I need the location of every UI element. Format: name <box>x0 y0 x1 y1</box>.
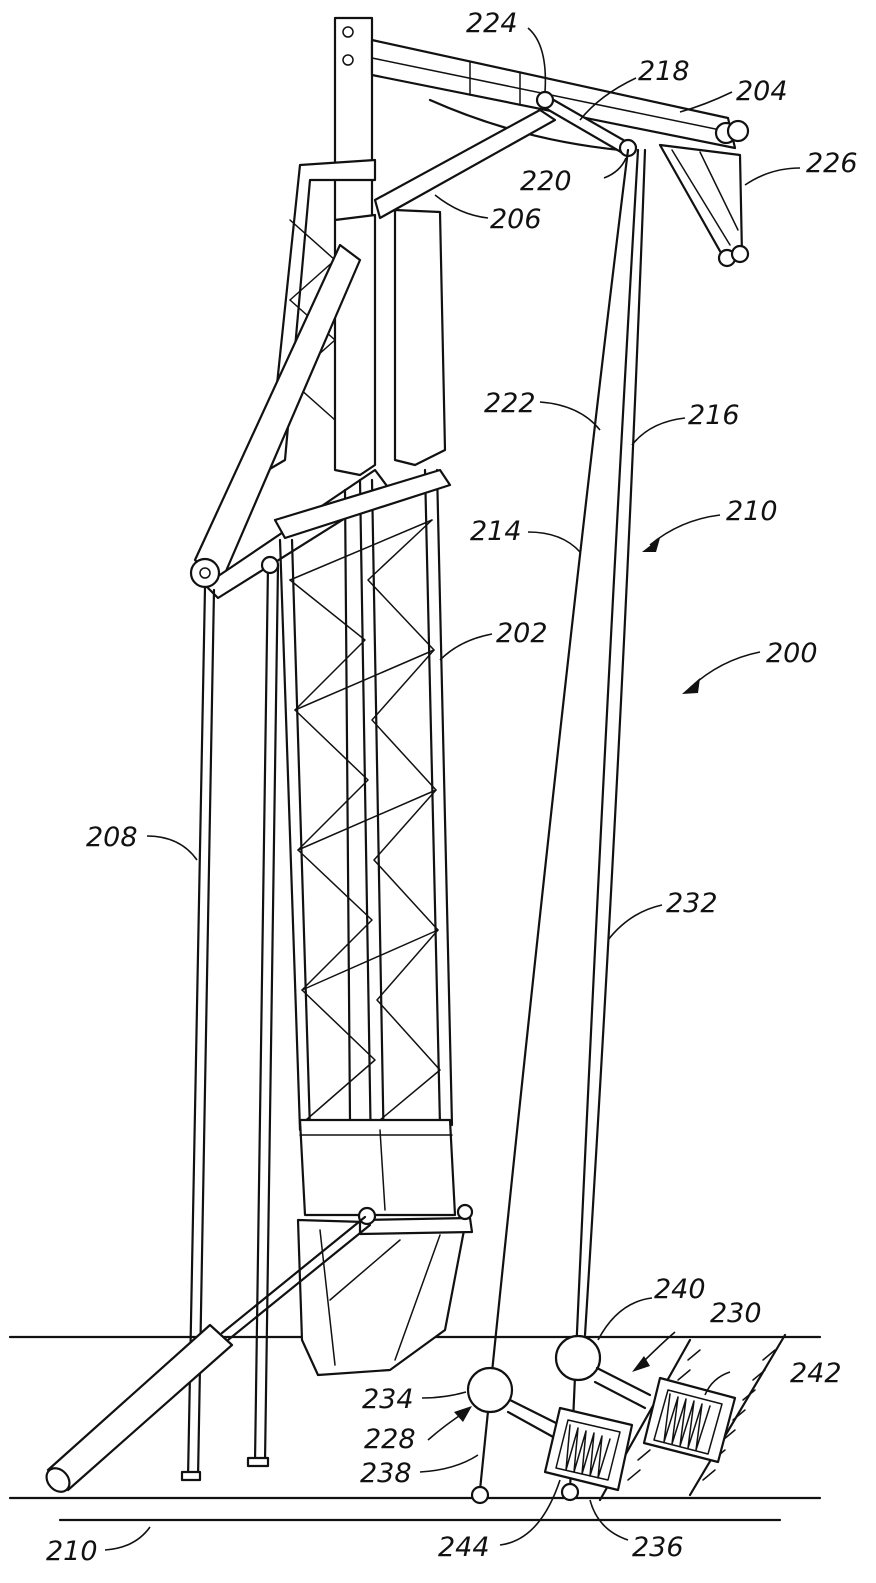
label-202: 202 <box>496 618 548 649</box>
leader-lines <box>104 27 801 1551</box>
ground-lines <box>8 1333 822 1522</box>
label-230: 230 <box>710 1298 762 1329</box>
label-232: 232 <box>666 888 718 919</box>
anchor-assemblies <box>466 1334 737 1505</box>
label-210-top: 210 <box>726 496 778 527</box>
label-220: 220 <box>520 166 572 197</box>
label-204: 204 <box>736 76 788 107</box>
link-218 <box>535 90 638 158</box>
label-224: 224 <box>466 8 518 39</box>
label-222: 222 <box>484 388 536 419</box>
tower-lattice <box>273 468 474 1377</box>
label-244: 244 <box>438 1532 490 1563</box>
label-200: 200 <box>766 638 818 669</box>
label-208: 208 <box>86 822 138 853</box>
label-216: 216 <box>688 400 740 431</box>
label-242: 242 <box>790 1358 842 1389</box>
strut-206 <box>373 108 557 220</box>
cables <box>478 148 647 1492</box>
legs-208 <box>45 555 372 1493</box>
label-218: 218 <box>638 56 690 87</box>
label-236: 236 <box>632 1532 684 1563</box>
label-210-bottom: 210 <box>46 1536 98 1567</box>
label-214: 214 <box>470 516 522 547</box>
label-228: 228 <box>364 1424 416 1455</box>
anchor-box-236 <box>543 1406 634 1492</box>
reference-labels: 224 218 204 226 220 206 222 216 210 214 … <box>46 8 858 1567</box>
anchor-box-242 <box>642 1376 737 1464</box>
label-238: 238 <box>360 1458 412 1489</box>
label-234: 234 <box>362 1384 414 1415</box>
tower-lattice-bracing <box>289 519 441 1121</box>
mast-post <box>333 16 374 222</box>
boom-beam <box>370 38 750 268</box>
label-240: 240 <box>654 1274 706 1305</box>
label-226: 226 <box>806 148 858 179</box>
label-206: 206 <box>490 204 542 235</box>
